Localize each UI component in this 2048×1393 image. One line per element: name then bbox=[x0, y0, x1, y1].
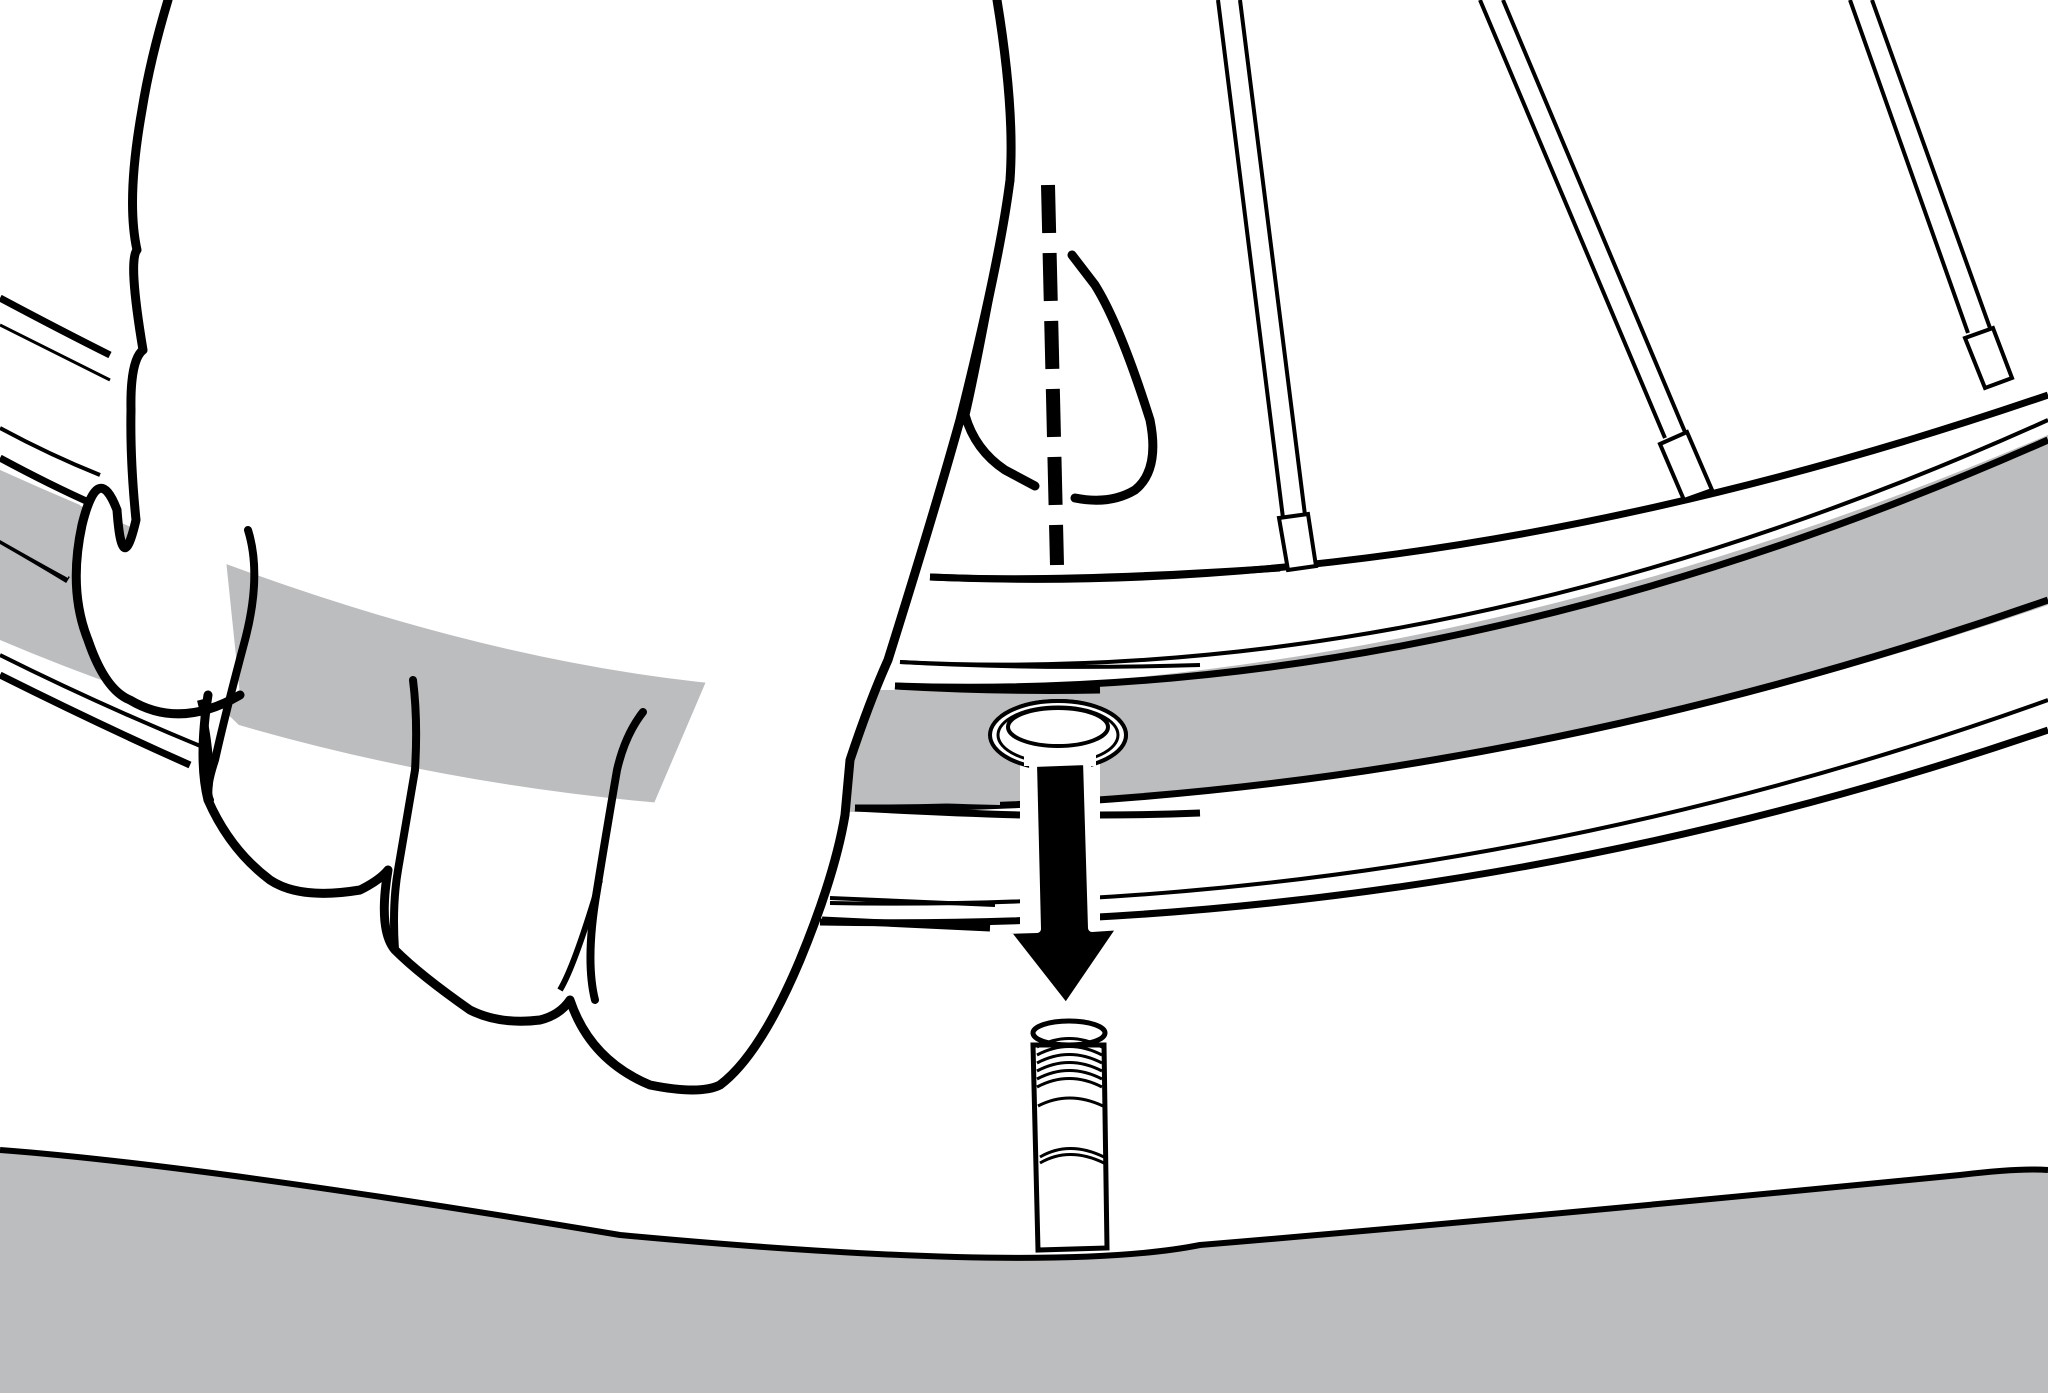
spoke-nipple bbox=[1279, 514, 1316, 570]
rim-edge-line bbox=[0, 298, 110, 355]
spoke-left bbox=[1218, 0, 1305, 518]
spoke-nipple bbox=[1965, 328, 2012, 388]
rim-edge-line bbox=[930, 568, 1280, 579]
rim-channel-fill bbox=[860, 696, 1000, 805]
rim-edge-line bbox=[1100, 813, 1200, 815]
valve-alignment-guide bbox=[1048, 185, 1057, 565]
hand-icon bbox=[76, 0, 1011, 1090]
tube-valve-stem bbox=[1033, 1021, 1107, 1250]
hand bbox=[0, 0, 1153, 1090]
rim-valve-hole-front bbox=[990, 701, 1126, 1008]
rim-edge-line bbox=[0, 325, 110, 380]
spoke-nipple bbox=[1660, 432, 1712, 500]
valve-stem-top bbox=[1033, 1021, 1105, 1045]
inner-tube bbox=[0, 1150, 2048, 1393]
spoke-middle bbox=[1480, 0, 1685, 438]
spoke-right bbox=[1850, 0, 1990, 333]
rim-edge-line bbox=[855, 808, 1020, 815]
